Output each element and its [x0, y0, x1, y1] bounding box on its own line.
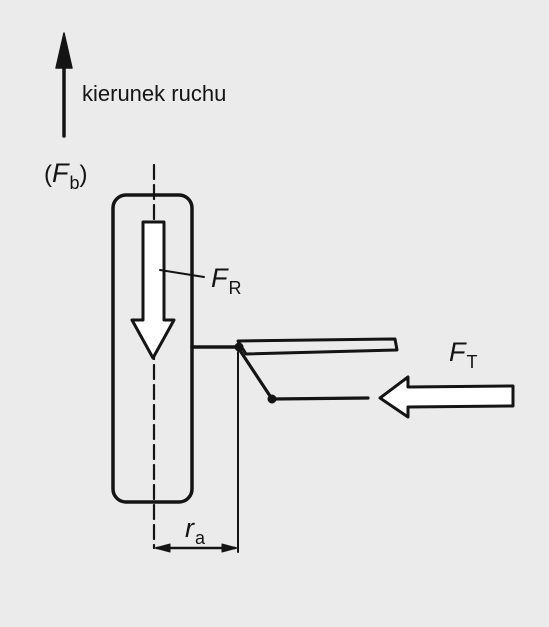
- fb-label: (Fb): [44, 158, 88, 194]
- fb-subscript: b: [69, 173, 80, 193]
- fr-leader-line: [159, 269, 205, 278]
- ft-subscript: T: [466, 352, 478, 372]
- ra-symbol: r: [185, 513, 194, 543]
- brake-lever: [236, 337, 399, 356]
- direction-arrow: [55, 32, 73, 138]
- tangential-force-arrow: [378, 375, 515, 419]
- ra-label: ra: [185, 513, 205, 549]
- fr-label: FR: [211, 263, 242, 299]
- fb-open-paren: (: [44, 161, 52, 188]
- fb-symbol: F: [52, 158, 69, 188]
- ft-label: FT: [449, 337, 478, 373]
- ra-right-arrowhead: [221, 543, 238, 553]
- fr-symbol: F: [211, 263, 228, 293]
- ft-symbol: F: [449, 337, 466, 367]
- ra-left-arrowhead: [154, 543, 171, 553]
- fr-subscript: R: [228, 278, 242, 298]
- fb-close-paren: ): [79, 161, 88, 188]
- lower-bar: [270, 396, 370, 401]
- ra-subscript: a: [195, 528, 206, 548]
- friction-force-arrow: [130, 220, 176, 360]
- angled-link: [237, 347, 274, 401]
- direction-label: kierunek ruchu: [82, 81, 227, 106]
- lower-joint: [267, 394, 277, 404]
